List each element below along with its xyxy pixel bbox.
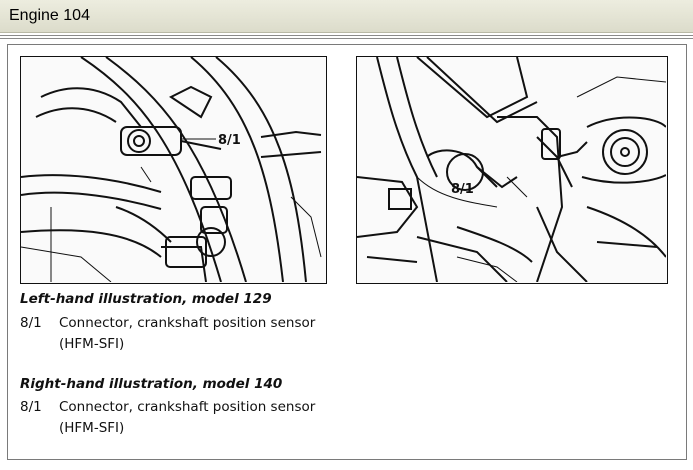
window-header: Engine 104 — [0, 0, 693, 33]
right-illustration-drawing: 8/1 — [357, 57, 666, 282]
left-caption-item-text: Connector, crankshaft position sensor — [59, 315, 316, 331]
right-caption-heading: Right-hand illustration, model 140 — [20, 376, 283, 392]
right-callout-label: 8/1 — [451, 182, 474, 197]
right-illustration: 8/1 — [356, 56, 668, 284]
left-callout-label: 8/1 — [218, 133, 241, 148]
left-caption-item-number: 8/1 — [20, 315, 42, 331]
content-panel: 8/1 — [7, 44, 687, 460]
page-title: Engine 104 — [9, 7, 90, 24]
right-caption-item-text: Connector, crankshaft position sensor — [59, 399, 316, 415]
left-caption-heading: Left-hand illustration, model 129 — [20, 291, 272, 307]
divider-top — [0, 35, 693, 36]
divider-bottom — [0, 38, 693, 39]
right-caption-item-number: 8/1 — [20, 399, 42, 415]
left-illustration-drawing: 8/1 — [21, 57, 322, 282]
left-caption-item-sub: (HFM-SFI) — [59, 336, 125, 352]
right-caption-item-sub: (HFM-SFI) — [59, 420, 125, 436]
left-illustration: 8/1 — [20, 56, 327, 284]
